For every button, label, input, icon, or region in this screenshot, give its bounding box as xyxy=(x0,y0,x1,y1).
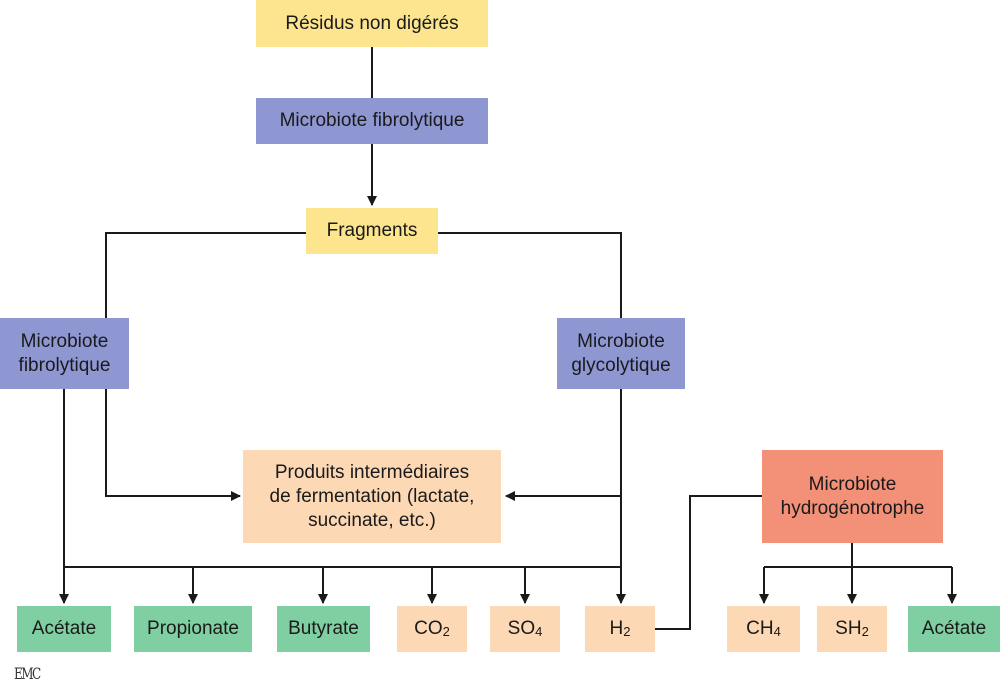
product-label: Butyrate xyxy=(288,618,359,639)
node-label-line1: Microbiote xyxy=(808,473,897,495)
node-residus-non-digeres: Résidus non digérés xyxy=(256,0,488,47)
product-acetate: Acétate xyxy=(17,606,111,652)
node-microbiote-hydrogenotrophe: Microbiote hydrogénotrophe xyxy=(762,450,943,543)
node-microbiote-fibrolytique-left: Microbiote fibrolytique xyxy=(0,318,129,389)
connector-fragments-right xyxy=(438,232,622,318)
connector-h2-hydrogenotrophe xyxy=(655,495,762,630)
node-microbiote-glycolytique: Microbiote glycolytique xyxy=(557,318,685,389)
formula-subscript: 2 xyxy=(442,623,450,639)
product-label: CO2 xyxy=(414,617,450,642)
node-label-line2: de fermentation (lactate, xyxy=(269,485,475,507)
product-propionate: Propionate xyxy=(134,606,252,652)
node-fragments: Fragments xyxy=(306,208,438,254)
product-ch4: CH4 xyxy=(727,606,800,652)
product-label: Acétate xyxy=(921,618,987,639)
node-label-line2: fibrolytique xyxy=(18,354,111,376)
arrow-glycolytique-produits xyxy=(505,389,622,501)
node-produits-intermediaires: Produits intermédiaires de fermentation … xyxy=(243,450,501,543)
formula-subscript: 2 xyxy=(623,623,631,639)
product-label: SO4 xyxy=(508,617,543,642)
product-label: CH4 xyxy=(746,617,781,642)
emc-logo: EMC xyxy=(14,664,41,683)
formula-subscript: 2 xyxy=(861,623,869,639)
product-label: SH2 xyxy=(835,617,869,642)
node-label-line1: Microbiote xyxy=(577,330,665,352)
node-microbiote-fibrolytique-top: Microbiote fibrolytique xyxy=(256,98,488,144)
connector-fragments-left xyxy=(105,232,306,318)
arrow-fibrolytique-produits xyxy=(105,389,241,501)
node-label-line3: succinate, etc.) xyxy=(308,509,436,531)
formula-base: H xyxy=(609,617,624,639)
formula-base: SH xyxy=(835,617,862,639)
formula-subscript: 4 xyxy=(535,623,543,639)
product-sh2: SH2 xyxy=(817,606,887,652)
node-label-line1: Produits intermédiaires xyxy=(274,461,470,483)
node-label: Fragments xyxy=(326,220,418,241)
product-label: Acétate xyxy=(31,618,97,639)
product-so4: SO4 xyxy=(490,606,560,652)
product-co2: CO2 xyxy=(397,606,467,652)
formula-base: SO xyxy=(507,617,536,639)
formula-subscript: 4 xyxy=(773,623,781,639)
node-label-line1: Microbiote xyxy=(20,330,109,352)
node-label-line2: hydrogénotrophe xyxy=(780,497,925,519)
node-label: Résidus non digérés xyxy=(285,12,459,34)
product-acetate-2: Acétate xyxy=(908,606,1000,652)
formula-base: CO xyxy=(414,617,443,639)
node-label: Microbiote fibrolytique xyxy=(279,110,465,131)
product-label: Propionate xyxy=(147,618,239,639)
product-label: H2 xyxy=(610,617,631,642)
node-label-line2: glycolytique xyxy=(571,354,671,376)
product-h2: H2 xyxy=(585,606,655,652)
formula-base: CH xyxy=(746,617,774,639)
product-butyrate: Butyrate xyxy=(277,606,370,652)
